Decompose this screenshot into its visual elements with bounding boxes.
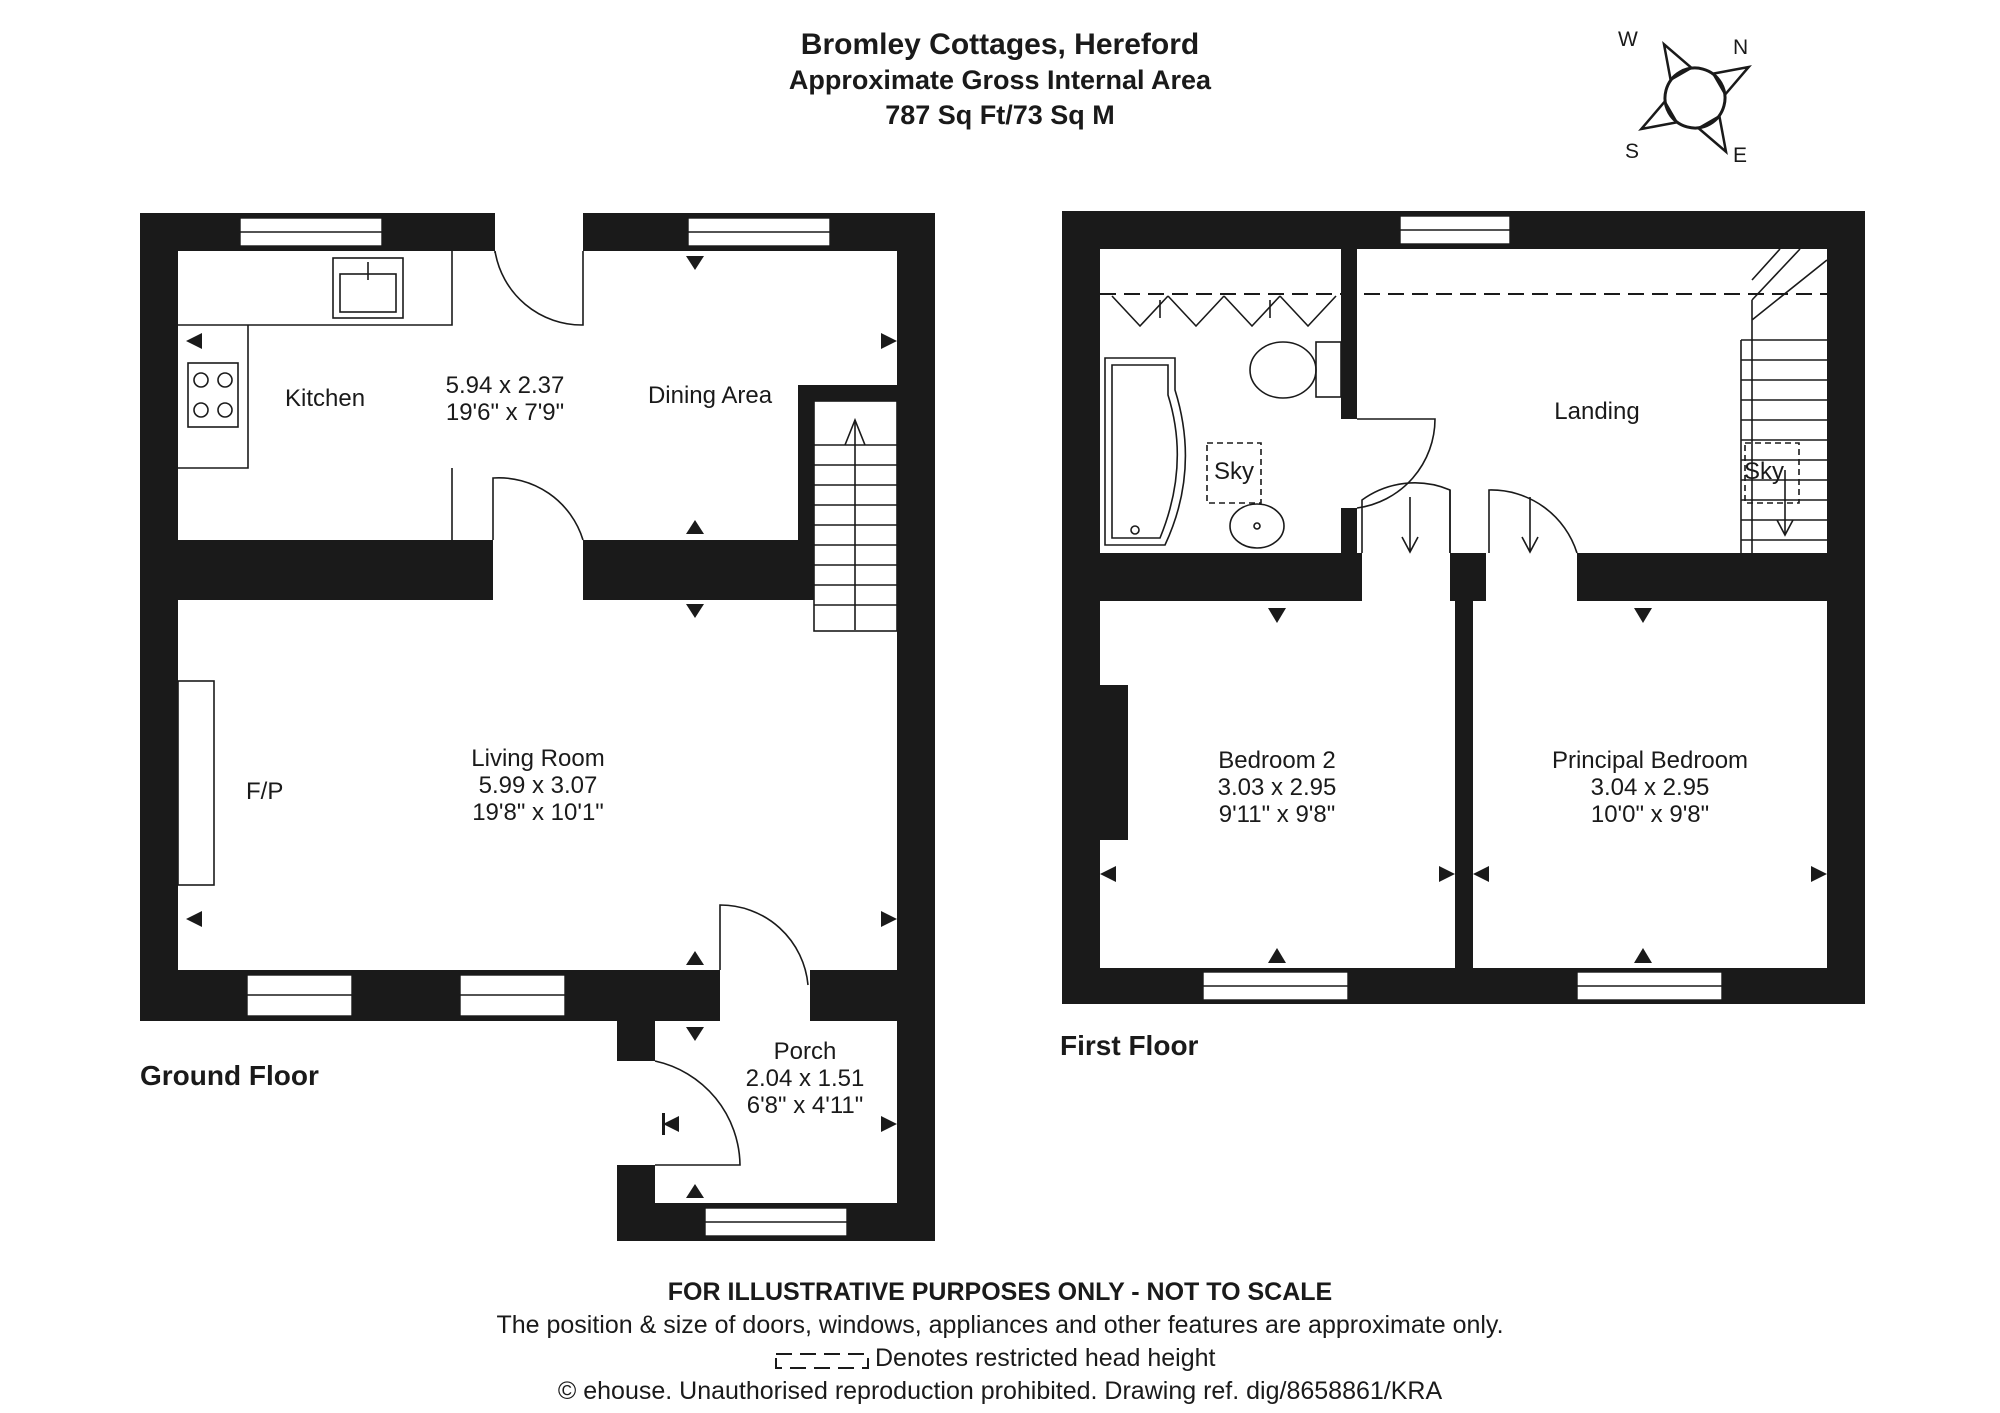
ff-wall-right xyxy=(1827,211,1865,1004)
page-title: Bromley Cottages, Hereford xyxy=(800,28,1200,61)
ff-wall-mid-left xyxy=(1100,553,1362,601)
gf-porch-wall-left-bottom xyxy=(617,1165,655,1241)
copyright-text: ehouse. Unauthorised reproduction prohib… xyxy=(583,1377,1443,1405)
living-room-dim-metric: 5.99 x 3.07 xyxy=(478,772,598,799)
gf-wall-bottom-right xyxy=(810,970,935,1021)
compass-north: N xyxy=(1733,36,1749,59)
compass-south: S xyxy=(1625,140,1640,163)
dining-area-label: Dining Area xyxy=(647,382,773,409)
gf-wall-middle-right xyxy=(583,540,813,600)
kitchen-label: Kitchen xyxy=(285,385,366,412)
total-area: 787 Sq Ft/73 Sq M xyxy=(885,100,1115,130)
compass-east: E xyxy=(1733,144,1748,167)
legend-text: Denotes restricted head height xyxy=(875,1344,1216,1372)
gf-porch-wall-left-top xyxy=(617,1021,655,1061)
ff-door-bathroom xyxy=(1356,418,1436,509)
ff-stairs xyxy=(1740,248,1828,553)
bedroom2-dim-metric: 3.03 x 2.95 xyxy=(1217,774,1337,801)
skylight-bathroom-label: Sky xyxy=(1213,458,1255,485)
gf-measure-arrows xyxy=(186,256,897,1198)
ff-wall-bath-right-bottom xyxy=(1341,508,1357,553)
bedroom2-dim-imperial: 9'11" x 9'8" xyxy=(1218,801,1336,828)
disclaimer: FOR ILLUSTRATIVE PURPOSES ONLY - NOT TO … xyxy=(667,1278,1333,1306)
principal-bedroom-dim-metric: 3.04 x 2.95 xyxy=(1590,774,1710,801)
sink-icon xyxy=(332,257,404,319)
page-subtitle: Approximate Gross Internal Area xyxy=(788,65,1212,95)
hob-icon xyxy=(187,362,239,428)
disclaimer-note: The position & size of doors, windows, a… xyxy=(496,1311,1504,1339)
ground-floor-plan xyxy=(140,213,935,1241)
gf-wall-right xyxy=(897,213,935,1021)
porch-dim-imperial: 6'8" x 4'11" xyxy=(746,1092,864,1119)
gf-door-porch xyxy=(654,1060,741,1166)
living-room-label: Living Room xyxy=(471,745,605,772)
bath-icon xyxy=(1104,357,1187,546)
gf-kitchen-worktop xyxy=(178,251,453,540)
ff-wall-mid-centre xyxy=(1450,553,1486,601)
compass-icon xyxy=(1638,41,1752,155)
fireplace-label: F/P xyxy=(246,778,284,805)
porch-dim-metric: 2.04 x 1.51 xyxy=(745,1065,865,1092)
ff-wall-bedrooms xyxy=(1455,601,1473,968)
compass-west: W xyxy=(1618,28,1638,51)
ff-door-bedroom2 xyxy=(1361,482,1451,553)
gf-stairs xyxy=(813,400,898,632)
gf-wall-middle-left xyxy=(178,540,493,600)
ff-wall-bottom xyxy=(1062,968,1865,1004)
toilet-icon xyxy=(1249,341,1317,399)
gf-wall-left xyxy=(140,213,178,1021)
gf-stair-wall-top xyxy=(798,385,897,401)
porch-label: Porch xyxy=(773,1038,837,1065)
gf-door-front xyxy=(719,904,809,986)
ff-skylight-landing xyxy=(1744,442,1800,504)
ff-skylight-bathroom xyxy=(1206,442,1262,504)
first-floor-label: First Floor xyxy=(1060,1030,1199,1061)
ff-door-principal xyxy=(1488,489,1578,554)
landing-label: Landing xyxy=(1554,398,1640,425)
bedroom2-label: Bedroom 2 xyxy=(1218,747,1336,774)
gf-door-kitchen-living xyxy=(492,477,584,541)
first-floor-plan xyxy=(1062,211,1865,1004)
kitchen-dim-metric: 5.94 x 2.37 xyxy=(445,372,565,399)
legend-restricted-height-symbol xyxy=(775,1353,869,1369)
fireplace-icon xyxy=(177,680,215,886)
gf-stair-wall-left xyxy=(798,385,814,600)
gf-wall-bottom-left xyxy=(140,970,720,1021)
copyright-symbol: © xyxy=(557,1377,577,1405)
ff-wall-mid-right xyxy=(1577,553,1827,601)
basin-icon xyxy=(1229,503,1285,549)
ground-floor-label: Ground Floor xyxy=(140,1060,319,1091)
ff-wall-left xyxy=(1062,211,1100,1004)
principal-bedroom-label: Principal Bedroom xyxy=(1551,747,1749,774)
gf-door-back xyxy=(494,250,584,326)
ff-measure-arrows xyxy=(1100,608,1827,963)
principal-bedroom-dim-imperial: 10'0" x 9'8" xyxy=(1590,801,1710,828)
kitchen-dim-imperial: 19'6" x 7'9" xyxy=(445,399,565,426)
ff-wall-bath-right-top xyxy=(1341,249,1357,419)
skylight-landing-label: Sky xyxy=(1743,458,1785,485)
wardrobe-icon xyxy=(1111,295,1337,328)
ff-chimney-breast xyxy=(1100,685,1128,840)
living-room-dim-imperial: 19'8" x 10'1" xyxy=(472,799,604,826)
copyright-line: © ehouse. Unauthorised reproduction proh… xyxy=(558,1376,1442,1407)
